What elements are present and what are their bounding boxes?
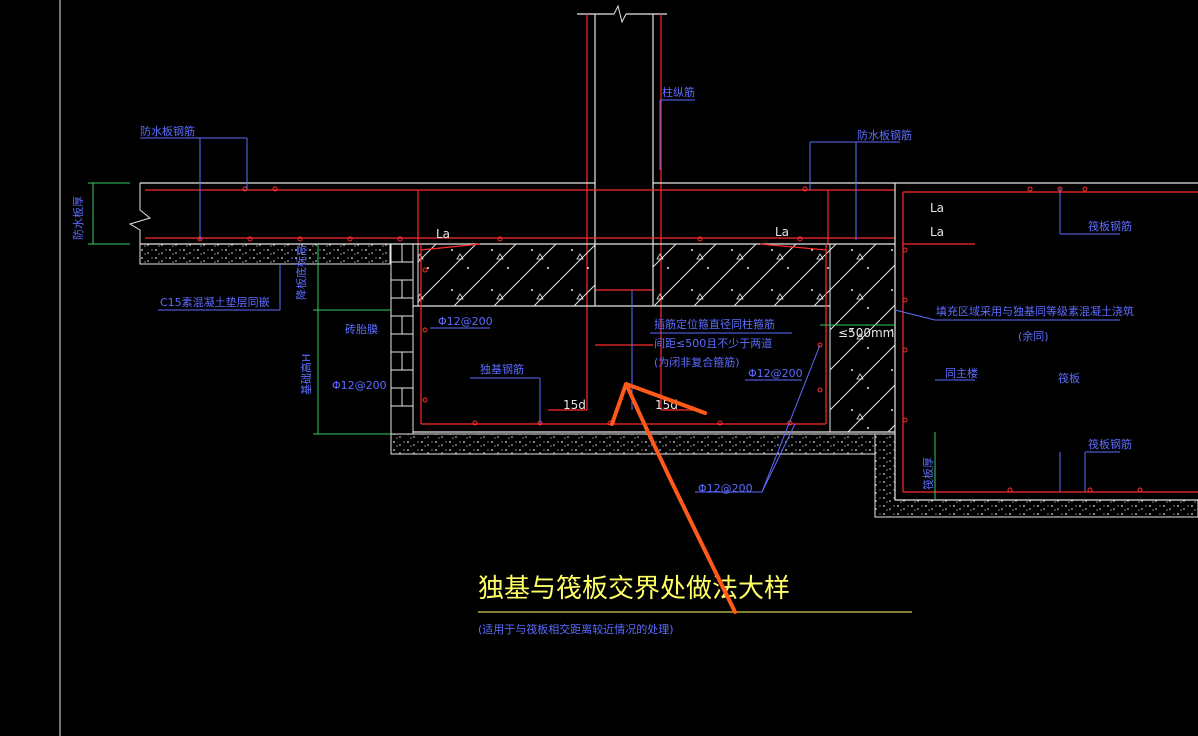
label-dim-500: ≤500mm [838, 326, 894, 340]
label-same-below: (余同) [1018, 329, 1049, 343]
label-found-height: 基础高H [299, 354, 313, 395]
hatch-right [652, 243, 831, 307]
leader-lines [140, 99, 1120, 493]
label-dowel-note-3: (为闭非复合箍筋) [654, 355, 740, 369]
slab-rebar [145, 189, 895, 244]
label-la-4: La [930, 225, 944, 239]
label-15d-left: 15d [563, 398, 586, 412]
label-floor-level: 降板底标高 [294, 245, 308, 300]
label-found-rebar: 独基钢筋 [480, 362, 524, 376]
page-subtitle: (适用于与筏板相交距离较近情况的处理) [478, 622, 674, 636]
label-fill-note: 填充区域采用与独基同等级素混凝土浇筑 [936, 304, 1134, 318]
foundation-outline [413, 305, 895, 433]
label-raft: 筏板 [1058, 371, 1080, 385]
label-cushion: C15素混凝土垫层同嵌 [160, 295, 270, 309]
hatch-left [417, 243, 596, 307]
dimension-lines [88, 182, 936, 500]
raft-rebar [902, 191, 1198, 493]
label-phi-2: Φ12@200 [332, 379, 387, 392]
cushion-layer [139, 243, 391, 265]
column-rebar [548, 14, 700, 411]
label-phi-1: Φ12@200 [438, 315, 493, 328]
lower-gravel [390, 433, 876, 455]
label-waterproof-thickness: 防水板厚 [71, 196, 85, 240]
label-column-rebar: 柱纵筋 [662, 85, 695, 99]
label-la-2: La [775, 225, 789, 239]
label-dowel-note-1: 插筋定位箍直径同柱箍筋 [654, 317, 775, 331]
label-la-3: La [930, 201, 944, 215]
page-title: 独基与筏板交界处做法大样 [478, 574, 790, 604]
label-waterproof-rebar-right: 防水板钢筋 [857, 128, 912, 142]
label-waterproof-rebar-left: 防水板钢筋 [140, 124, 195, 138]
label-raft-rebar-bottom: 筏板钢筋 [1088, 437, 1132, 451]
label-phi-4: Φ12@200 [698, 482, 753, 495]
foundation-rebar [420, 243, 827, 425]
label-raft-rebar-top: 筏板钢筋 [1088, 219, 1132, 233]
raft-slab [894, 183, 1198, 501]
label-phi-3: Φ12@200 [748, 367, 803, 380]
annotation-arrow [610, 382, 737, 614]
label-dowel-note-2: 间距≤500且不少于两道 [654, 336, 772, 350]
label-raft-thickness: 筏板厚 [921, 457, 935, 490]
label-upper-main: 同主楼 [945, 366, 978, 380]
label-brick-mold: 砖胎膜 [345, 322, 378, 336]
label-la-1: La [436, 227, 450, 241]
brick-mold [390, 243, 414, 435]
